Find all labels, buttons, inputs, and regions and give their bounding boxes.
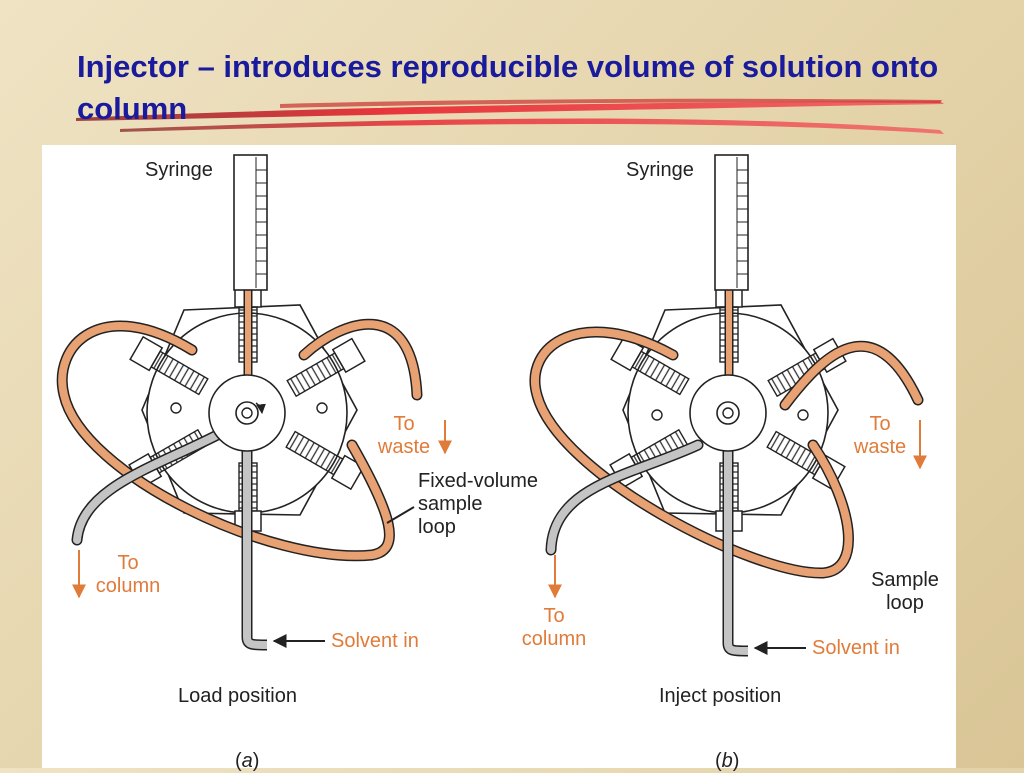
valve-a bbox=[56, 154, 452, 651]
solvent-in-label-b: Solvent in bbox=[812, 637, 900, 659]
to-column-label-a: To column bbox=[95, 552, 161, 597]
slide-title: Injector – introduces reproducible volum… bbox=[77, 49, 939, 126]
solvent-in-label-a: Solvent in bbox=[331, 630, 419, 652]
fitting-lower-right bbox=[285, 430, 365, 491]
panel-letter: b bbox=[721, 750, 733, 772]
title-swoosh-decoration bbox=[76, 98, 944, 134]
mounting-hole-icon bbox=[316, 402, 328, 414]
to-waste-label-b: To waste bbox=[853, 413, 907, 458]
sample-loop-label-b: Sample loop bbox=[871, 569, 939, 614]
figure-panel: Syringe To waste Fixed-volume sample loo… bbox=[42, 145, 956, 772]
valve-b bbox=[529, 154, 927, 657]
panel-letter-open: ( bbox=[715, 750, 722, 772]
syringe-label-b: Syringe bbox=[626, 159, 694, 181]
panel-letter: a bbox=[241, 750, 253, 772]
mounting-hole-icon bbox=[651, 409, 663, 421]
mounting-hole-icon bbox=[797, 409, 809, 421]
mounting-hole-icon bbox=[170, 402, 182, 414]
injector-diagram bbox=[56, 154, 927, 657]
position-label-a: Load position bbox=[178, 685, 297, 707]
position-label-b: Inject position bbox=[659, 685, 782, 707]
fitting-upper-left bbox=[129, 335, 209, 396]
rotation-arrow-icon bbox=[255, 402, 266, 414]
panel-letter-open: ( bbox=[235, 750, 242, 772]
to-column-label-b: To column bbox=[521, 605, 587, 650]
to-waste-label-a: To waste bbox=[377, 413, 431, 458]
syringe-label-a: Syringe bbox=[145, 159, 213, 181]
panel-letter-b: (b) bbox=[715, 727, 739, 773]
panel-letter-close: ) bbox=[252, 750, 260, 772]
panel-letter-close: ) bbox=[732, 750, 740, 772]
sample-loop-label-a: Fixed-volume sample loop bbox=[418, 470, 539, 538]
panel-letter-a: (a) bbox=[235, 727, 259, 773]
syringe bbox=[714, 154, 749, 291]
syringe bbox=[233, 154, 268, 291]
fitting-upper-right bbox=[286, 337, 366, 398]
loop-leader-line bbox=[386, 506, 415, 524]
